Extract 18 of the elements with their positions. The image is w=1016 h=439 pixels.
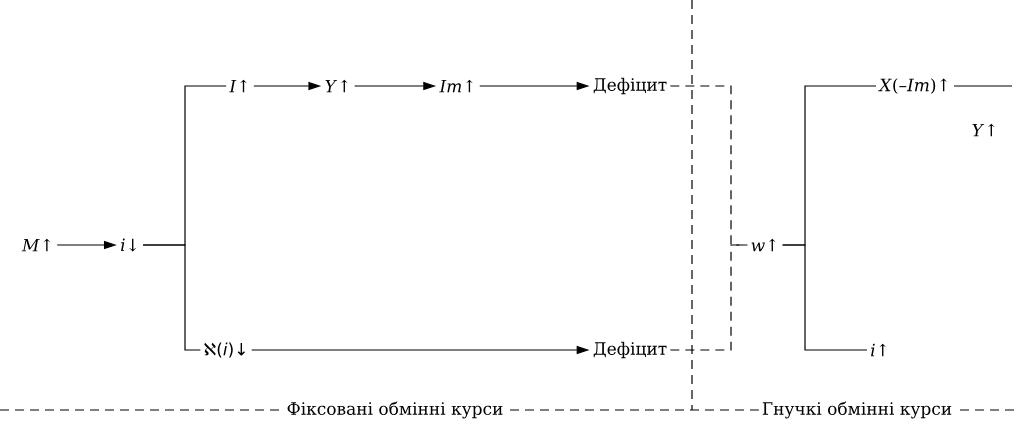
- term-text: Y↑: [321, 76, 355, 96]
- label-text: Фіксовані обмінні курси: [283, 398, 507, 422]
- connector-line: [669, 244, 748, 351]
- term-text: i↓: [117, 235, 143, 255]
- term-text: i↑: [867, 340, 893, 360]
- connector-line: [782, 244, 868, 351]
- term-text: I↑: [226, 76, 254, 96]
- term-text: Дефіцит: [589, 74, 671, 98]
- connector-line: [142, 244, 201, 351]
- term-text: M↑: [19, 235, 57, 255]
- term-text: ℵ(i)↓: [200, 339, 252, 361]
- term-text: w↑: [747, 235, 783, 255]
- connector-line: [953, 85, 1013, 87]
- term-text: Дефіцит: [589, 338, 671, 362]
- term-text: X(–Im)↑: [876, 75, 954, 97]
- label-text: Гнучкі обмінні курси: [758, 398, 956, 422]
- label-text: Y↑: [968, 120, 1002, 140]
- term-text: Im↑: [436, 76, 480, 96]
